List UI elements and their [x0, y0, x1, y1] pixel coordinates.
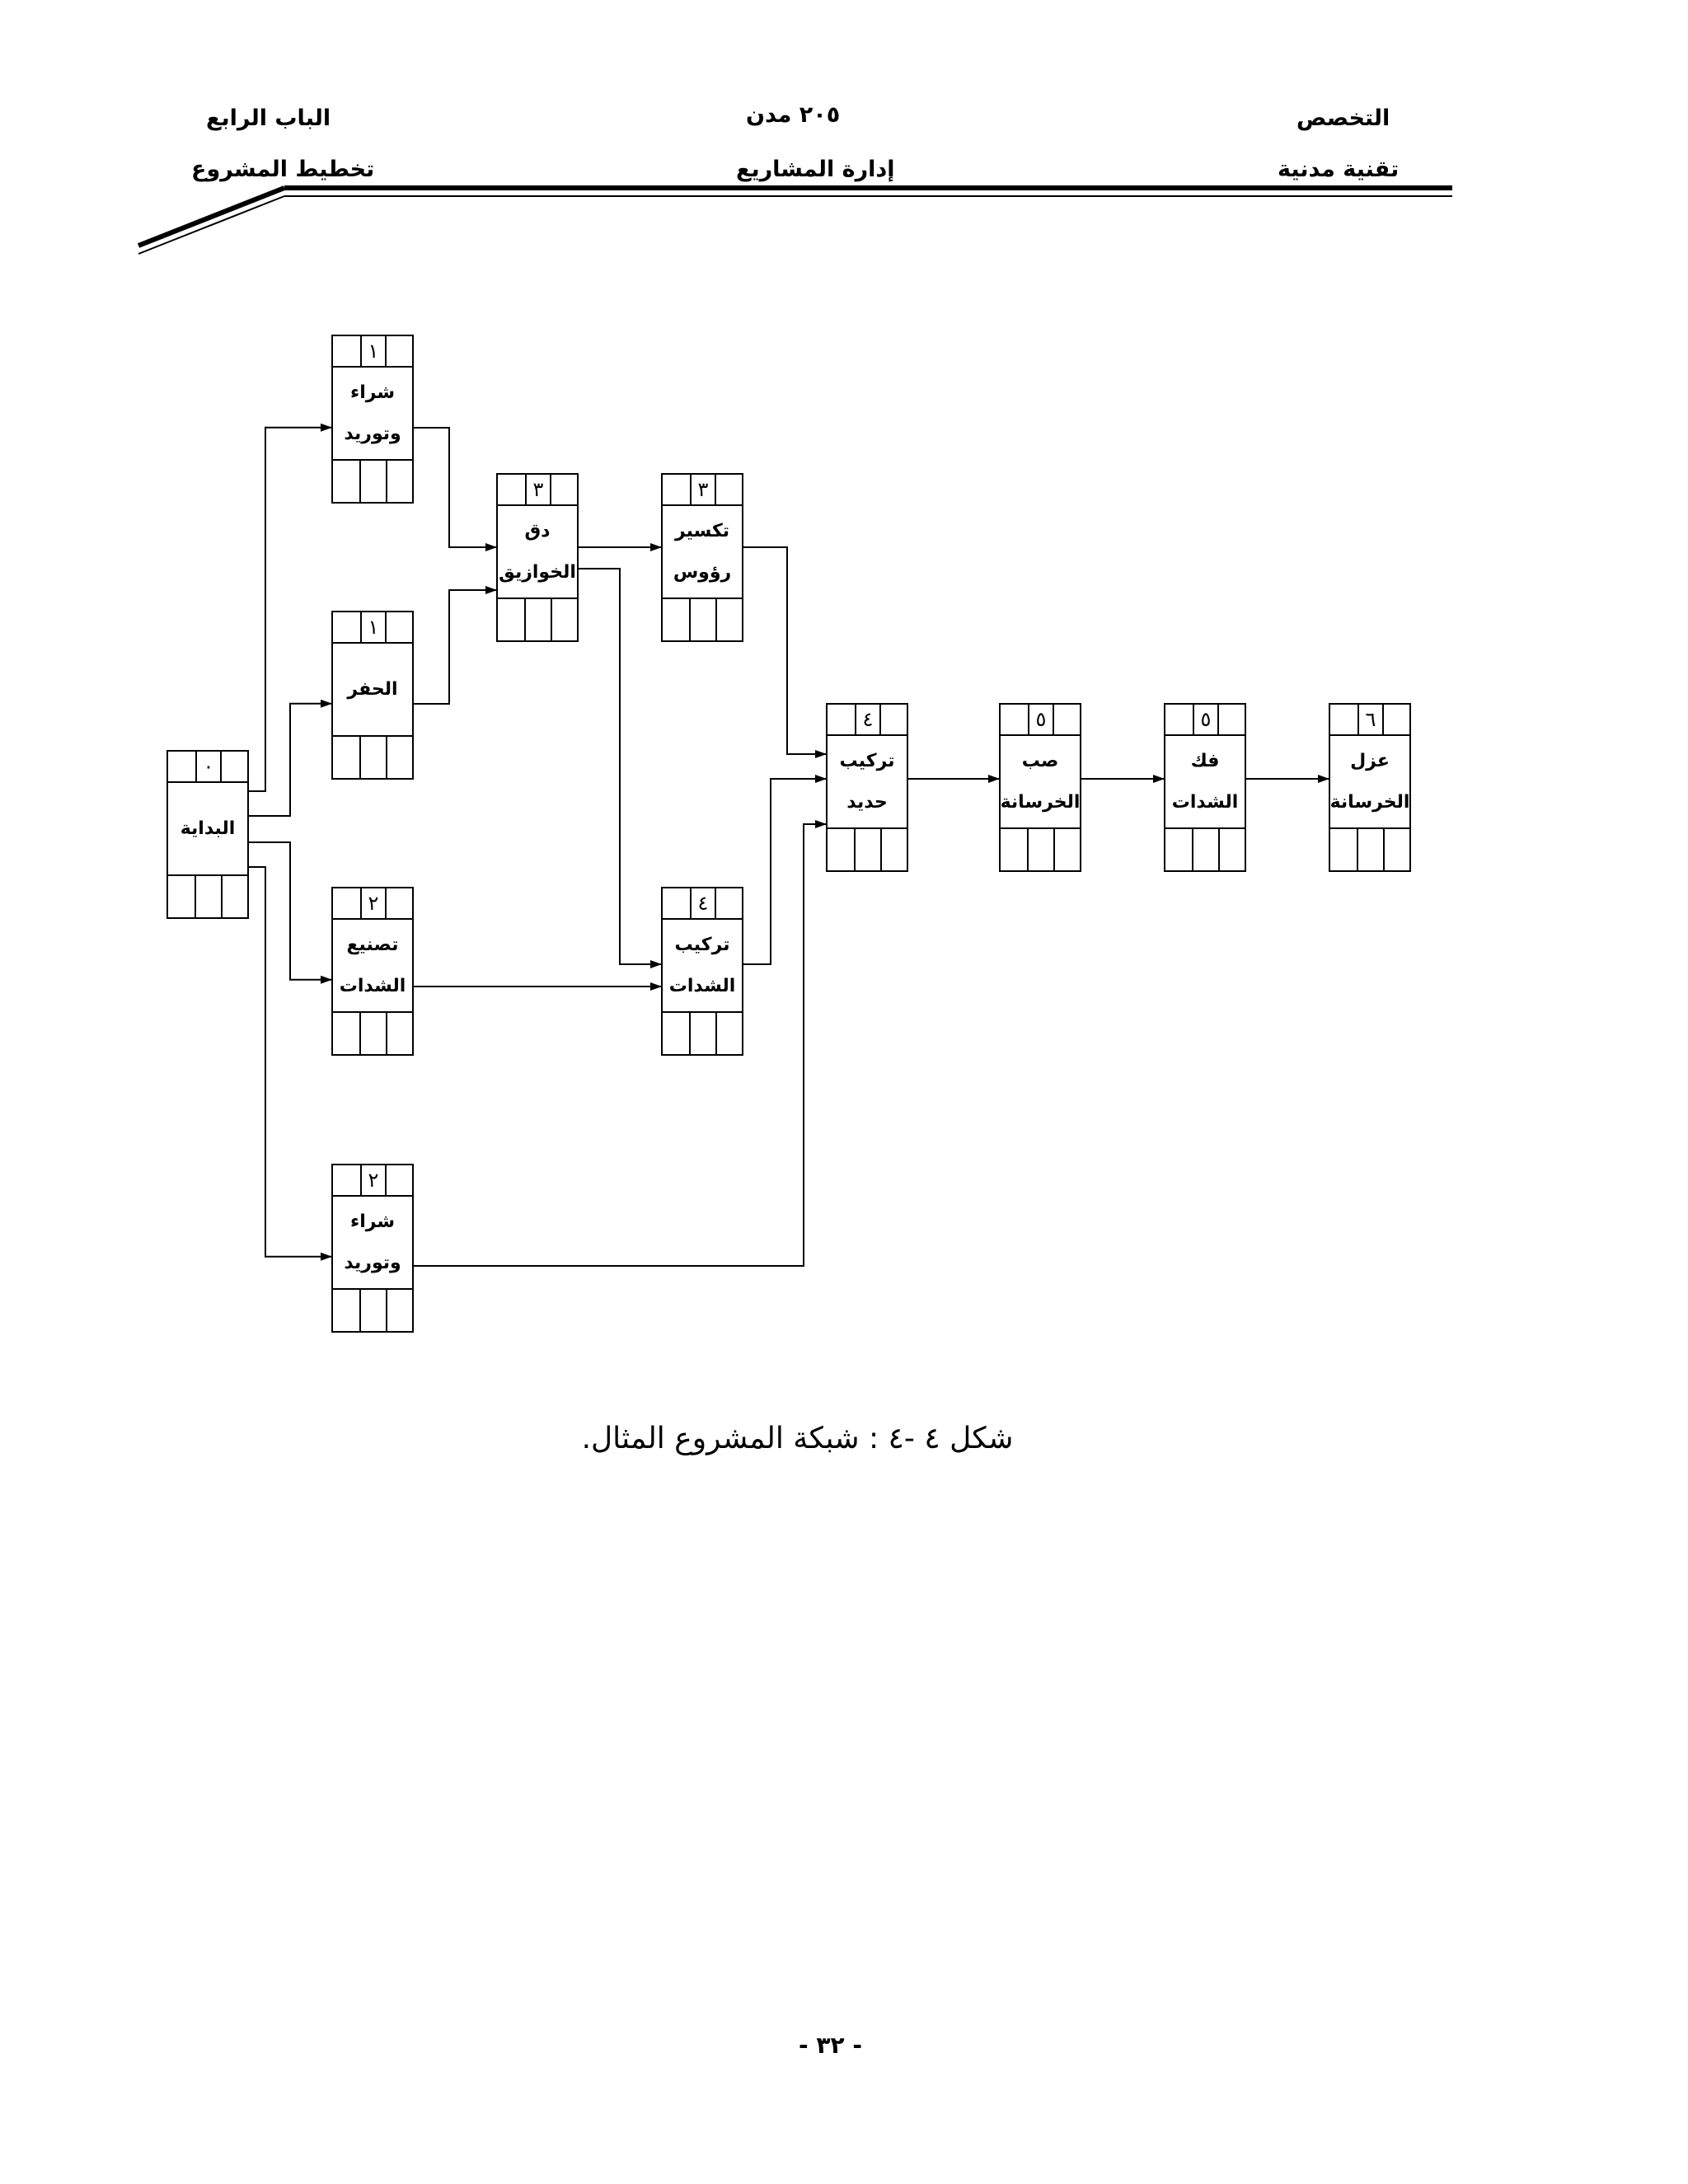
activity-duration: ١ — [360, 612, 387, 642]
edge-start-to-fabform — [249, 841, 332, 984]
edge-start-to-buy1 — [249, 423, 332, 792]
activity-duration: ٤ — [690, 888, 716, 918]
activity-duration: ٢ — [360, 888, 387, 918]
edge-buy1-to-piles — [414, 427, 497, 551]
activity-node-buy1: ١ شراء وتوريد — [331, 335, 414, 504]
activity-duration: ٣ — [525, 475, 551, 504]
activity-label: دق — [524, 520, 551, 541]
activity-node-instform: ٤ تركيب الشدات — [661, 887, 743, 1056]
major-name: تقنية مدنية — [1278, 157, 1400, 182]
course-name: إدارة المشاريع — [736, 157, 895, 182]
activity-duration: ١ — [360, 336, 387, 366]
activity-label: الخرسانة — [1329, 791, 1410, 813]
header-rule — [137, 185, 1452, 255]
activity-label: حديد — [846, 791, 888, 813]
activity-label: الشدات — [339, 975, 406, 996]
activity-node-piles: ٣ دق الخوازيق — [496, 473, 579, 642]
activity-label: صب — [1021, 750, 1059, 771]
chapter-label: الباب الرابع — [206, 105, 331, 131]
edge-dig-to-piles — [414, 586, 497, 705]
activity-node-dig: ١ الحفر — [331, 611, 414, 780]
activity-node-break: ٣ تكسير رؤوس — [661, 473, 743, 642]
figure-caption: شكل ٤ -٤ : شبكة المشروع المثال. — [581, 1422, 1014, 1455]
activity-node-strip: ٥ فك الشدات — [1164, 703, 1246, 872]
activity-label: شراء — [349, 1211, 396, 1232]
activity-label: عزل — [1350, 750, 1390, 771]
edge-break-to-steel — [743, 546, 827, 758]
activity-label: تركيب — [674, 934, 730, 955]
activity-node-buy2: ٢ شراء وتوريد — [331, 1164, 414, 1333]
chapter-title: تخطيط المشروع — [191, 157, 375, 182]
activity-label: الحفر — [347, 678, 398, 700]
activity-duration: ٥ — [1028, 705, 1054, 734]
activity-label: وتوريد — [344, 423, 401, 444]
activity-duration: ٣ — [690, 475, 716, 504]
activity-label: الخوازيق — [499, 561, 576, 583]
activity-label: البداية — [180, 818, 236, 839]
activity-node-insul: ٦ عزل الخرسانة — [1329, 703, 1411, 872]
activity-node-pour: ٥ صب الخرسانة — [999, 703, 1081, 872]
activity-duration: ٠ — [195, 752, 222, 781]
activity-label: وتوريد — [344, 1252, 401, 1273]
activity-label: الشدات — [668, 975, 736, 996]
activity-label: الخرسانة — [1000, 791, 1081, 813]
activity-node-fabform: ٢ تصنيع الشدات — [331, 887, 414, 1056]
activity-label: شراء — [349, 382, 396, 403]
activity-label: تكسير — [674, 520, 730, 541]
activity-label: تركيب — [839, 750, 895, 771]
activity-label: فك — [1190, 750, 1220, 771]
course-code: ٢٠٥ مدن — [746, 102, 841, 128]
activity-label: رؤوس — [673, 561, 732, 583]
edge-start-to-dig — [249, 699, 332, 817]
activity-node-start: ٠ البداية — [166, 750, 249, 919]
edge-piles-to-instform — [579, 568, 662, 968]
activity-duration: ٢ — [360, 1165, 387, 1195]
activity-label: تصنيع — [346, 934, 399, 955]
activity-duration: ٦ — [1357, 705, 1384, 734]
activity-label: الشدات — [1171, 791, 1239, 813]
edge-buy2-to-steel — [414, 820, 827, 1267]
edge-instform-to-steel — [743, 775, 827, 965]
page-number: - ٣٢ - — [799, 2032, 862, 2059]
activity-node-steel: ٤ تركيب حديد — [826, 703, 908, 872]
activity-duration: ٥ — [1193, 705, 1219, 734]
edge-start-to-buy2 — [249, 866, 332, 1261]
major-label: التخصص — [1296, 105, 1390, 131]
activity-duration: ٤ — [855, 705, 881, 734]
